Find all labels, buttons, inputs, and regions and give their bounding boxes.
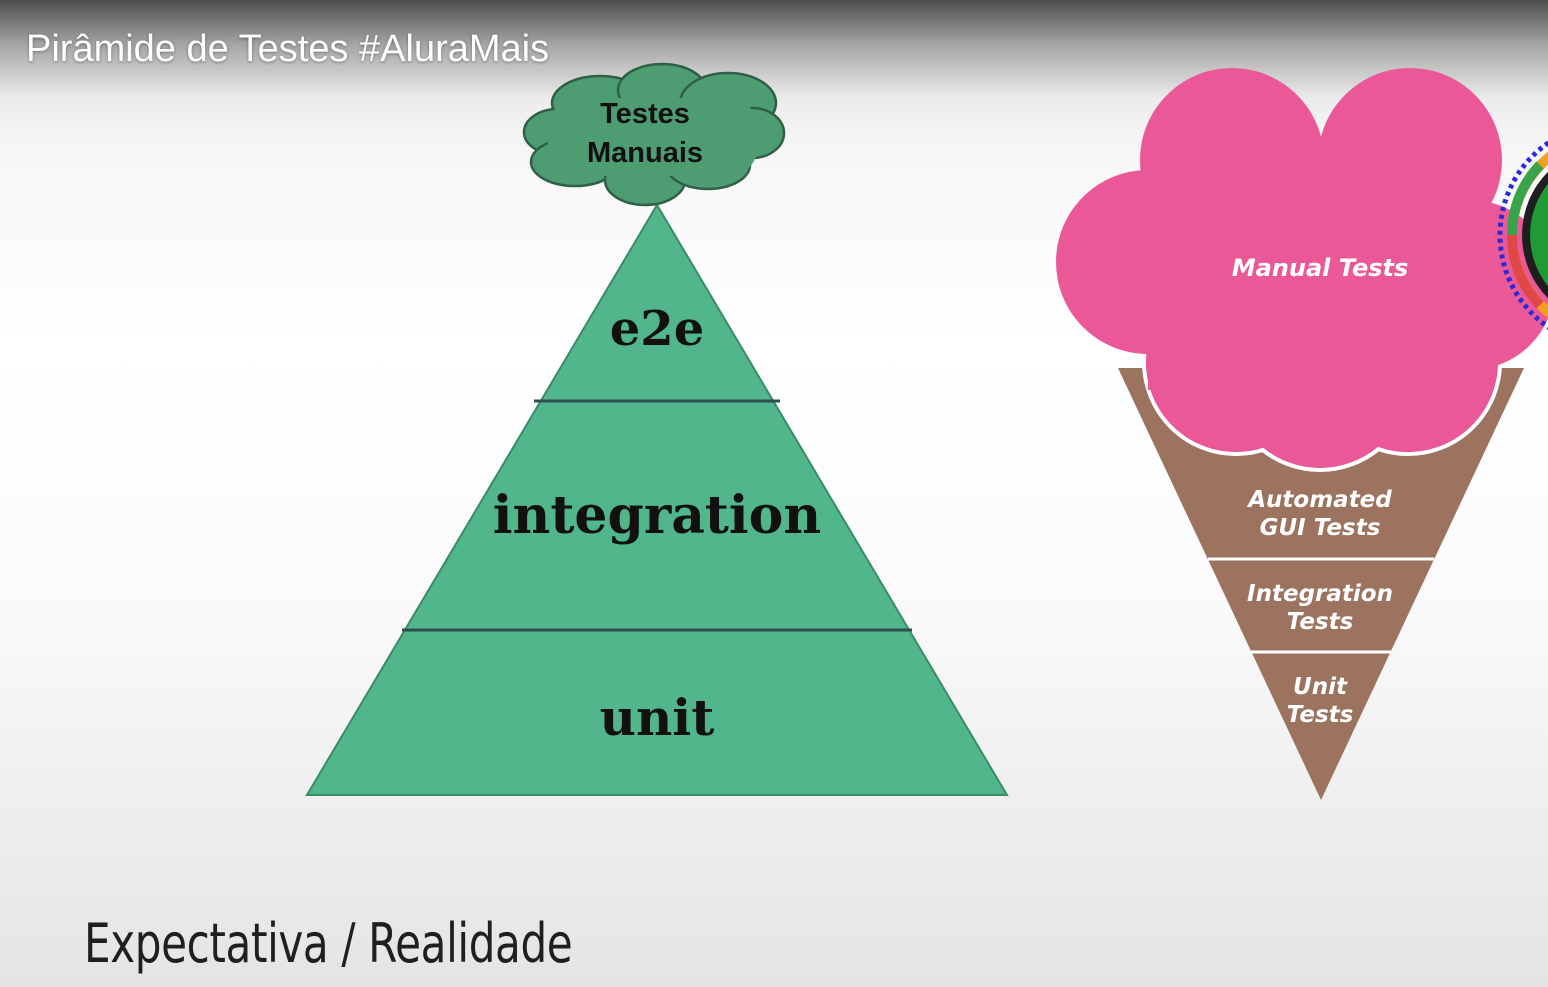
- pyramid-layer-e2e: e2e: [610, 301, 704, 357]
- test-pyramid: e2e integration unit: [305, 203, 1009, 796]
- pyramid-layer-integration: integration: [493, 485, 821, 546]
- video-title[interactable]: Pirâmide de Testes #AluraMais: [26, 28, 550, 70]
- rainbow-ring-avatar-icon[interactable]: [1497, 123, 1548, 347]
- scoop-label: Manual Tests: [1232, 254, 1409, 282]
- cone-gui-line2: GUI Tests: [1260, 515, 1381, 541]
- cloud-fill: [548, 98, 758, 176]
- cone-integration-line1: Integration: [1247, 581, 1393, 607]
- cloud-label-line1: Testes: [600, 98, 690, 130]
- ice-cream-cone: Manual Tests Automated GUI Tests Integra…: [1056, 68, 1548, 800]
- cloud-label-line2: Manuais: [587, 137, 703, 169]
- pyramid-layer-unit: unit: [600, 688, 715, 747]
- cone-integration-line2: Tests: [1287, 609, 1354, 635]
- caption-text: Expectativa / Realidade: [84, 912, 573, 975]
- cone-unit-line1: Unit: [1293, 674, 1348, 700]
- cone-unit-line2: Tests: [1287, 702, 1354, 728]
- cone-gui-line1: Automated: [1246, 487, 1392, 513]
- pyramid-triangle: [305, 203, 1009, 796]
- cone-body: [1118, 368, 1524, 800]
